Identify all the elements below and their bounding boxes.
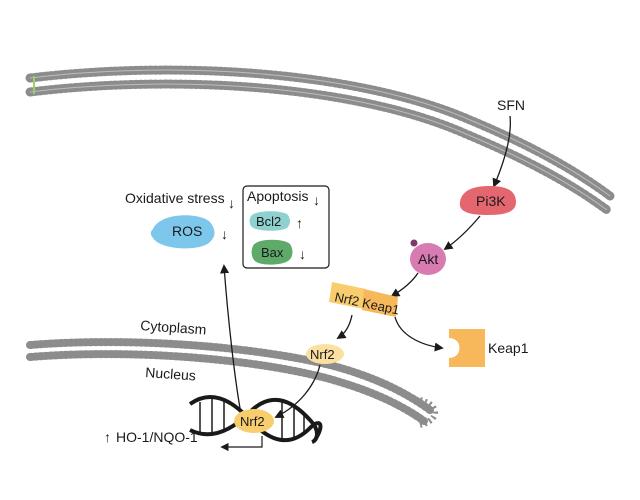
cell-membrane — [25, 65, 615, 215]
oxidative-stress-label: Oxidative stress — [125, 190, 225, 206]
nrf2-nucleus-label: Nrf2 — [240, 414, 265, 429]
nuclear-membrane — [26, 338, 438, 428]
keap1-shape — [449, 329, 485, 367]
ho1-label: HO-1/NQO-1 — [116, 429, 198, 445]
oxidative-stress-arrow: ↓ — [228, 195, 235, 211]
nrf2-cytoplasm-shape — [306, 344, 344, 364]
ho1-arrow-up: ↑ — [104, 429, 111, 445]
apoptosis-box: Apoptosis ↓ Bcl2 ↑ Bax ↓ — [242, 185, 330, 269]
nrf2-nucleus-node: Nrf2 — [234, 409, 274, 433]
ros-label: ROS — [172, 223, 202, 239]
nrf2-keap1-complex: Nrf2 Keap1 — [329, 282, 401, 318]
nrf2-cytoplasm-node: Nrf2 — [306, 344, 344, 364]
sfn-to-pi3k-arrow — [492, 115, 511, 188]
bax-label: Bax — [261, 245, 284, 260]
pi3k-shape — [459, 186, 516, 215]
sfn-label: SFN — [497, 97, 525, 113]
bcl2-label: Bcl2 — [256, 214, 281, 229]
pi3k-node: Pi3K — [459, 186, 516, 215]
complex-nrf2-part — [329, 282, 366, 309]
bcl2-shape — [249, 211, 290, 231]
akt-shape — [410, 243, 446, 275]
pi3k-label: Pi3K — [476, 193, 506, 209]
akt-label: Akt — [418, 251, 438, 267]
dna-helix — [188, 395, 323, 444]
nrf2-to-ros-arrow — [220, 264, 241, 409]
apoptosis-label: Apoptosis — [247, 188, 308, 204]
nucleus-label: Nucleus — [145, 364, 197, 383]
nrf2-cytoplasm-label: Nrf2 — [310, 347, 335, 362]
complex-to-keap1-arrow — [394, 316, 444, 352]
apoptosis-arrow: ↓ — [313, 192, 320, 208]
keap1-label: Keap1 — [488, 340, 529, 356]
bax-shape — [251, 239, 293, 265]
bax-arrow: ↓ — [299, 246, 306, 262]
ros-arrow-down: ↓ — [221, 226, 228, 242]
akt-phospho-dot — [410, 239, 418, 247]
nrf2-nucleus-shape — [234, 409, 274, 433]
ros-node: ROS — [150, 215, 215, 249]
complex-to-nrf2-arrow — [336, 314, 353, 339]
transcription-arrow — [220, 436, 263, 452]
keap1-node: Keap1 — [449, 329, 529, 367]
ros-shape — [150, 215, 215, 249]
cytoplasm-label: Cytoplasm — [140, 317, 207, 338]
akt-node: Akt — [410, 239, 446, 275]
complex-keap1-part — [362, 289, 398, 317]
bcl2-arrow: ↑ — [296, 215, 303, 231]
akt-to-complex-arrow — [390, 272, 419, 297]
pi3k-to-akt-arrow — [443, 215, 481, 251]
